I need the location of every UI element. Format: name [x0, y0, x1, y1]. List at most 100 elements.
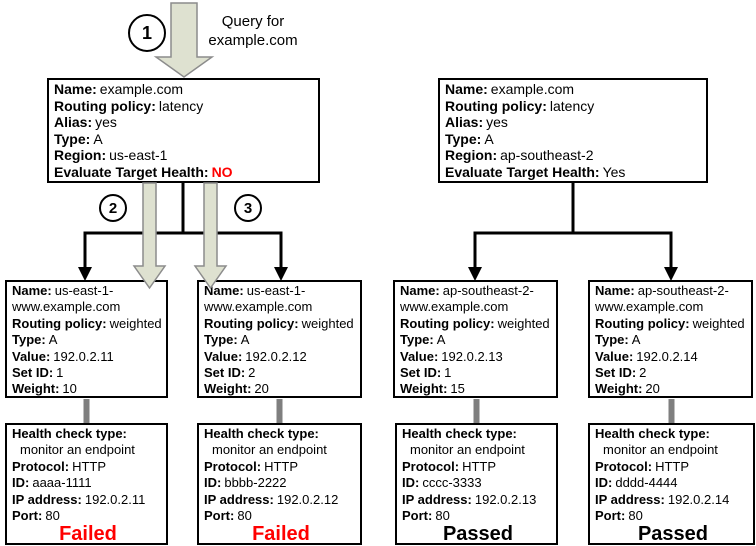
field-label: IP address:: [204, 491, 274, 507]
down-arrowhead-icon: [78, 267, 92, 281]
field-label: Value:: [204, 348, 243, 364]
field-value: A: [631, 332, 641, 348]
record-field: Name:us-east-1-www.example.com: [12, 283, 164, 316]
field-label: Type:: [595, 332, 629, 348]
field-value: latency: [158, 97, 204, 114]
record-field: Health check type:: [595, 426, 751, 442]
field-label: Protocol:: [204, 458, 262, 474]
field-label: IP address:: [12, 491, 82, 507]
field-label: Value:: [595, 348, 634, 364]
field-label: Health check type:: [204, 426, 319, 441]
field-value: A: [484, 130, 494, 147]
field-value: HTTP: [264, 458, 299, 474]
field-value: weighted: [301, 315, 354, 331]
record-field: Health check type:: [204, 426, 358, 442]
record-field: Type:A: [12, 332, 164, 348]
step-3-badge: 3: [234, 194, 262, 222]
record-field: Protocol:HTTP: [204, 459, 358, 475]
field-value: 192.0.2.12: [276, 491, 339, 507]
field-value: monitor an endpoint: [212, 442, 327, 458]
field-value: example.com: [490, 81, 575, 97]
evaluate-target-health-value: Yes: [602, 163, 626, 180]
health-check-dddd-4444: Health check type: monitor an endpoint P…: [588, 423, 755, 545]
record-field: Protocol:HTTP: [12, 459, 164, 475]
field-value: dddd-4444: [615, 475, 678, 491]
field-label: Name:: [54, 81, 97, 97]
field-label: Health check type:: [595, 426, 710, 441]
record-field: ID:bbbb-2222: [204, 475, 358, 491]
query-label-line2: example.com: [208, 32, 298, 49]
record-field: Set ID:1: [12, 365, 164, 381]
field-label: Routing policy:: [204, 315, 299, 331]
field-value: monitor an endpoint: [603, 442, 718, 458]
health-check-result: Failed: [59, 523, 117, 545]
field-label: Alias:: [54, 114, 93, 131]
field-value: example.com: [99, 81, 184, 97]
record-field: Set ID:2: [204, 365, 358, 381]
field-value: weighted: [109, 315, 162, 331]
step-1-badge: 1: [128, 14, 166, 52]
field-label: Weight:: [204, 381, 252, 397]
record-field: IP address:192.0.2.12: [204, 492, 358, 508]
record-field: Set ID:1: [400, 365, 554, 381]
field-value: 80: [237, 508, 252, 524]
field-label: Set ID:: [12, 365, 54, 381]
record-field: monitor an endpoint: [595, 442, 751, 458]
field-value: yes: [95, 114, 117, 131]
field-label: Evaluate Target Health:: [54, 163, 209, 180]
field-label: Port:: [204, 508, 235, 524]
field-label: Name:: [595, 283, 635, 298]
record-field: Type:A: [595, 332, 749, 348]
field-label: ID:: [595, 475, 613, 491]
field-label: Type:: [204, 332, 238, 348]
field-label: Type:: [400, 332, 434, 348]
record-field: Weight:15: [400, 381, 554, 397]
field-value: yes: [486, 114, 508, 131]
field-value: A: [48, 332, 58, 348]
field-value: HTTP: [655, 458, 690, 474]
field-label: Name:: [204, 283, 244, 298]
field-label: Set ID:: [204, 365, 246, 381]
field-label: Weight:: [400, 381, 448, 397]
field-value: 192.0.2.14: [636, 348, 698, 364]
field-value: cccc-3333: [422, 475, 482, 491]
latency-record-us-east-1: Name:example.com Routing policy:latency …: [47, 78, 320, 183]
health-check-aaaa-1111: Health check type: monitor an endpoint P…: [5, 423, 168, 545]
field-value: 192.0.2.11: [53, 348, 114, 364]
step-2-badge: 2: [99, 194, 127, 222]
field-label: Port:: [402, 508, 433, 524]
record-field: Health check type:: [402, 426, 554, 442]
record-field: Name:example.com: [445, 81, 704, 98]
record-field: IP address:192.0.2.13: [402, 492, 554, 508]
record-field: Name:us-east-1-www.example.com: [204, 283, 358, 316]
record-field: Port:80: [595, 508, 751, 524]
latency-record-ap-southeast-2: Name:example.com Routing policy:latency …: [438, 78, 708, 183]
step2-flow-arrow-icon: [132, 182, 167, 290]
field-value: monitor an endpoint: [20, 442, 135, 458]
field-value: weighted: [497, 315, 550, 331]
field-value: weighted: [692, 315, 745, 331]
record-field: Alias:yes: [445, 114, 704, 131]
record-field: Region:ap-southeast-2: [445, 147, 704, 164]
field-label: Type:: [12, 332, 46, 348]
step3-flow-arrow-icon: [193, 182, 228, 290]
field-label: Name:: [445, 81, 488, 97]
field-value: 1: [444, 365, 452, 381]
field-label: Set ID:: [595, 365, 637, 381]
field-value: 192.0.2.13: [474, 491, 537, 507]
record-field: Weight:20: [595, 381, 749, 396]
record-field: Value:192.0.2.14: [595, 349, 749, 365]
field-value: us-east-1-www.example.com: [204, 283, 313, 315]
record-field: Name:example.com: [54, 81, 316, 98]
record-field: Routing policy:weighted: [12, 316, 164, 332]
field-value: HTTP: [462, 458, 497, 474]
down-arrowhead-icon: [468, 267, 482, 281]
record-field: Health check type:: [12, 426, 164, 442]
record-field: Alias:yes: [54, 114, 316, 131]
record-field: ID:cccc-3333: [402, 475, 554, 491]
record-field: Routing policy:latency: [54, 98, 316, 115]
field-label: Name:: [400, 283, 440, 298]
health-check-connector-lines: [83, 399, 675, 423]
field-label: Type:: [445, 130, 482, 147]
